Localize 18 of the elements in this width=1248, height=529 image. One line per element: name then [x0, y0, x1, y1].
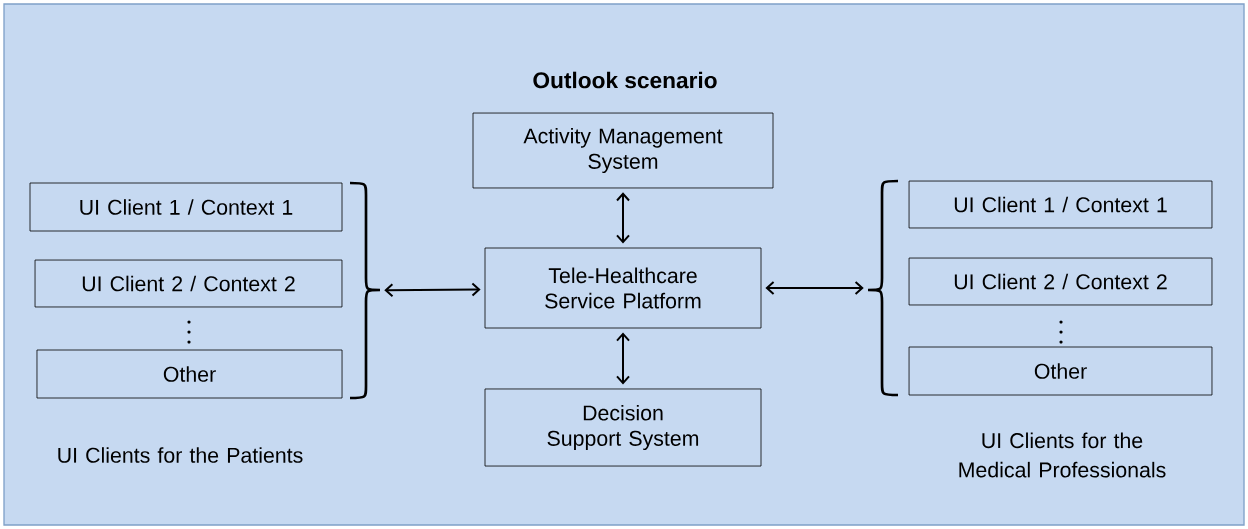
box: Decision Support System — [484, 388, 762, 467]
bracket — [866, 179, 898, 397]
box: Activity Management System — [472, 112, 774, 189]
arrow — [616, 192, 630, 244]
box: UI Client 1 / Context 1 — [908, 180, 1213, 229]
box: UI Client 2 / Context 2 — [34, 259, 343, 308]
group-caption: UI Clients for the Patients — [58, 447, 303, 463]
box: Other — [908, 346, 1213, 396]
bracket — [350, 181, 382, 400]
box: Other — [36, 349, 343, 399]
arrow — [765, 281, 864, 295]
box: Tele-Healthcare Service Platform — [484, 247, 762, 329]
title: Outlook scenario — [533, 71, 717, 89]
group-caption: UI Clients for the Medical Professionals — [959, 432, 1166, 478]
arrow — [384, 282, 481, 298]
box: UI Client 2 / Context 2 — [908, 257, 1213, 306]
arrow — [616, 332, 630, 385]
box: UI Client 1 / Context 1 — [29, 182, 343, 232]
